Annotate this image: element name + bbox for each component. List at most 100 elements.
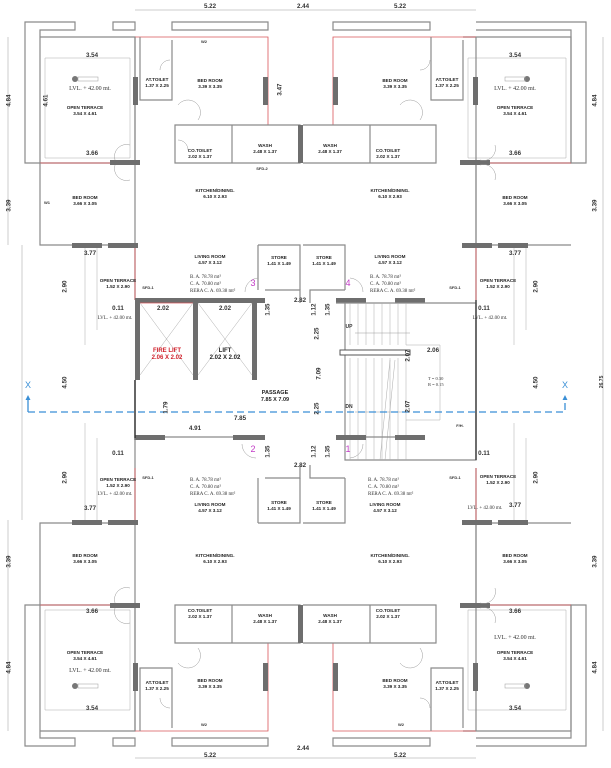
at-toilet-name: AT.TOILET — [145, 77, 169, 82]
unit-number-2: 2 — [250, 444, 256, 454]
store-name: STORE — [316, 255, 332, 260]
living-size: 4.57 X 3.12 — [198, 508, 222, 513]
dim-right-1: 4.84 — [591, 94, 599, 107]
built-area: B. A. 78.78 mt² — [370, 275, 401, 280]
wash-name: WASH — [323, 613, 337, 618]
terrace-width: 3.54 — [508, 705, 522, 712]
dim-left-4: 4.50 — [61, 376, 69, 389]
small-terrace-width: 3.77 — [508, 250, 522, 257]
rera-carpet-area: RERA C. A. 69.38 mt² — [190, 289, 236, 294]
bed-room-2-name: BED ROOM — [382, 78, 408, 83]
unit-number-4: 4 — [345, 278, 351, 288]
living-size: 4.57 X 3.12 — [198, 260, 222, 265]
stair-landing-top: 2.07 — [404, 349, 412, 362]
terrace-level: LVL. + 42.00 mt. — [69, 668, 111, 674]
rera-carpet-area: RERA C. A. 69.38 mt² — [368, 492, 414, 497]
terrace-bottom-dim: 3.66 — [508, 150, 522, 157]
small-terrace-size: 1.52 X 2.90 — [106, 284, 130, 289]
terrace-name: OPEN TERRACE — [66, 105, 104, 110]
stair-riser: R = 0.15 — [428, 382, 444, 387]
stair-tread: T = 0.30 — [428, 376, 444, 381]
bed-room-1-size: 3.66 X 3.05 — [73, 201, 97, 206]
living-size: 4.57 X 3.12 — [373, 508, 397, 513]
co-toilet-size: 2.02 X 1.37 — [188, 614, 212, 619]
rera-carpet-area: RERA C. A. 69.38 mt² — [190, 492, 236, 497]
unit-number-3: 3 — [250, 278, 256, 288]
lift-size: 2.02 X 2.02 — [209, 355, 241, 361]
store-size: 1.41 X 1.49 — [312, 261, 336, 266]
terrace-top-dim: 3.66 — [508, 608, 522, 615]
dim-right-7: 4.84 — [591, 661, 599, 674]
terrace-top-dim: 3.66 — [85, 608, 99, 615]
unit-number-1: 1 — [345, 444, 351, 454]
wash-size: 2.48 X 1.37 — [253, 149, 277, 154]
at-toilet-size: 1.37 X 2.25 — [145, 686, 169, 691]
carpet-area: C. A. 70.80 mt² — [190, 282, 221, 287]
dim-right-3: 2.90 — [532, 280, 540, 293]
at-toilet-name: AT.TOILET — [435, 680, 459, 685]
store-name: STORE — [271, 255, 287, 260]
dim-right-2: 3.39 — [591, 199, 599, 212]
bed-room-2-size: 3.39 X 3.35 — [198, 84, 222, 89]
carpet-area: C. A. 70.80 mt² — [368, 485, 399, 490]
dim-top-left: 5.22 — [203, 3, 217, 10]
bed-room-2-size: 3.39 X 3.35 — [383, 684, 407, 689]
stair-up: UP — [345, 324, 353, 330]
at-toilet-size: 1.37 X 2.25 — [435, 83, 459, 88]
small-terrace-name: OPEN TERRACE — [99, 477, 137, 482]
small-terrace-size: 1.52 X 2.90 — [106, 483, 130, 488]
wash-name: WASH — [258, 143, 272, 148]
md-side-4: 1.12 — [310, 303, 318, 316]
wash-size: 2.48 X 1.37 — [318, 619, 342, 624]
terrace-width: 3.54 — [508, 52, 522, 59]
lobby-width-top: 2.82 — [293, 297, 307, 304]
dim-bottom-left: 5.22 — [203, 752, 217, 759]
terrace-size: 3.54 X 4.61 — [503, 656, 527, 661]
co-toilet-name: CO.TOILET — [375, 148, 401, 153]
terrace-name: OPEN TERRACE — [496, 650, 534, 655]
bed-room-1-name: BED ROOM — [502, 553, 528, 558]
sfd1-label: SFD-1 — [449, 285, 461, 290]
built-area: B. A. 78.78 mt² — [368, 478, 399, 483]
sfd1-label: SFD-1 — [449, 475, 461, 480]
terrace-name: OPEN TERRACE — [496, 105, 534, 110]
fire-lift-name: FIRE LIFT — [153, 348, 181, 354]
section-marker-left: X — [24, 380, 31, 390]
dim-left-3: 2.90 — [61, 280, 69, 293]
window-w2: W2 — [201, 722, 207, 727]
bed-room-1-name: BED ROOM — [502, 195, 528, 200]
bed-room-2-height: 3.47 — [276, 83, 284, 96]
kitchen-size: 6.10 X 2.93 — [203, 559, 227, 564]
stair-landing-bottom: 2.07 — [404, 400, 412, 413]
small-terrace-level: LVL. + 42.00 mt. — [467, 506, 503, 511]
dim-overall-height: 26.75 — [599, 375, 606, 389]
window-w2: W2 — [398, 722, 404, 727]
bed-room-1-size: 3.66 X 3.05 — [73, 559, 97, 564]
passage-width: 7.85 — [233, 415, 247, 422]
bed-room-1-name: BED ROOM — [72, 195, 98, 200]
stair-width: 2.06 — [426, 347, 440, 354]
stair-flight-top: 2.25 — [313, 327, 321, 340]
bed-room-2-size: 3.39 X 3.35 — [198, 684, 222, 689]
co-toilet-name: CO.TOILET — [375, 608, 401, 613]
small-terrace-gap: 0.11 — [478, 305, 490, 312]
terrace-name: OPEN TERRACE — [66, 650, 104, 655]
sfd1-label: SFD-1 — [142, 285, 154, 290]
bed-room-2-name: BED ROOM — [197, 678, 223, 683]
fire-hydrant-label: F/H. — [456, 423, 464, 428]
kitchen-name: KITCHEN/DINING. — [195, 553, 235, 558]
small-terrace-gap: 0.11 — [478, 450, 490, 457]
co-toilet-size: 2.02 X 1.37 — [188, 154, 212, 159]
small-terrace-size: 1.52 X 2.90 — [486, 480, 510, 485]
dim-top-right: 5.22 — [393, 3, 407, 10]
dim-right-5: 2.90 — [532, 471, 540, 484]
passage-gap: 1.79 — [162, 401, 170, 414]
lift-width: 2.02 — [218, 305, 232, 312]
dim-left-7: 4.84 — [5, 661, 13, 674]
wash-size: 2.48 X 1.37 — [318, 149, 342, 154]
terrace-height: 4.61 — [42, 94, 50, 107]
kitchen-size: 6.10 X 2.93 — [378, 559, 402, 564]
terrace-level: LVL. + 42.00 mt. — [69, 86, 111, 92]
store-name: STORE — [271, 500, 287, 505]
kitchen-name: KITCHEN/DINING. — [370, 188, 410, 193]
